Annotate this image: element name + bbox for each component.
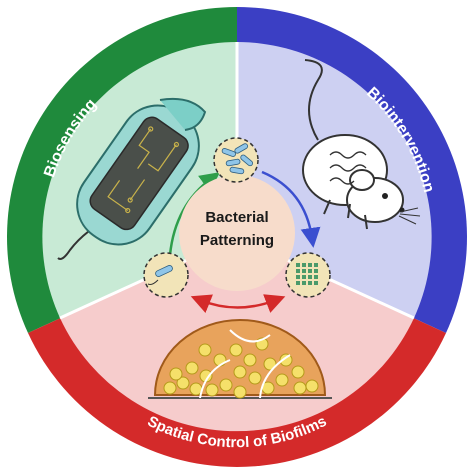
bacterium-with-circuit-icon: [57, 97, 207, 260]
biofilm-dome-icon: [148, 319, 332, 399]
bacteria-cluster-icon: [213, 137, 259, 183]
mouse-icon: [302, 59, 421, 230]
center-label-line2: Patterning: [200, 232, 274, 249]
green-arrow: [168, 172, 221, 256]
center-circle: [179, 175, 295, 291]
center-label-line1: Bacterial: [205, 209, 268, 226]
single-bacterium-icon: [143, 252, 189, 298]
cycle-arrows: [168, 170, 321, 314]
blue-arrow: [261, 170, 321, 248]
bacteria-array-icon: [285, 252, 331, 298]
red-double-arrow: [190, 294, 286, 314]
